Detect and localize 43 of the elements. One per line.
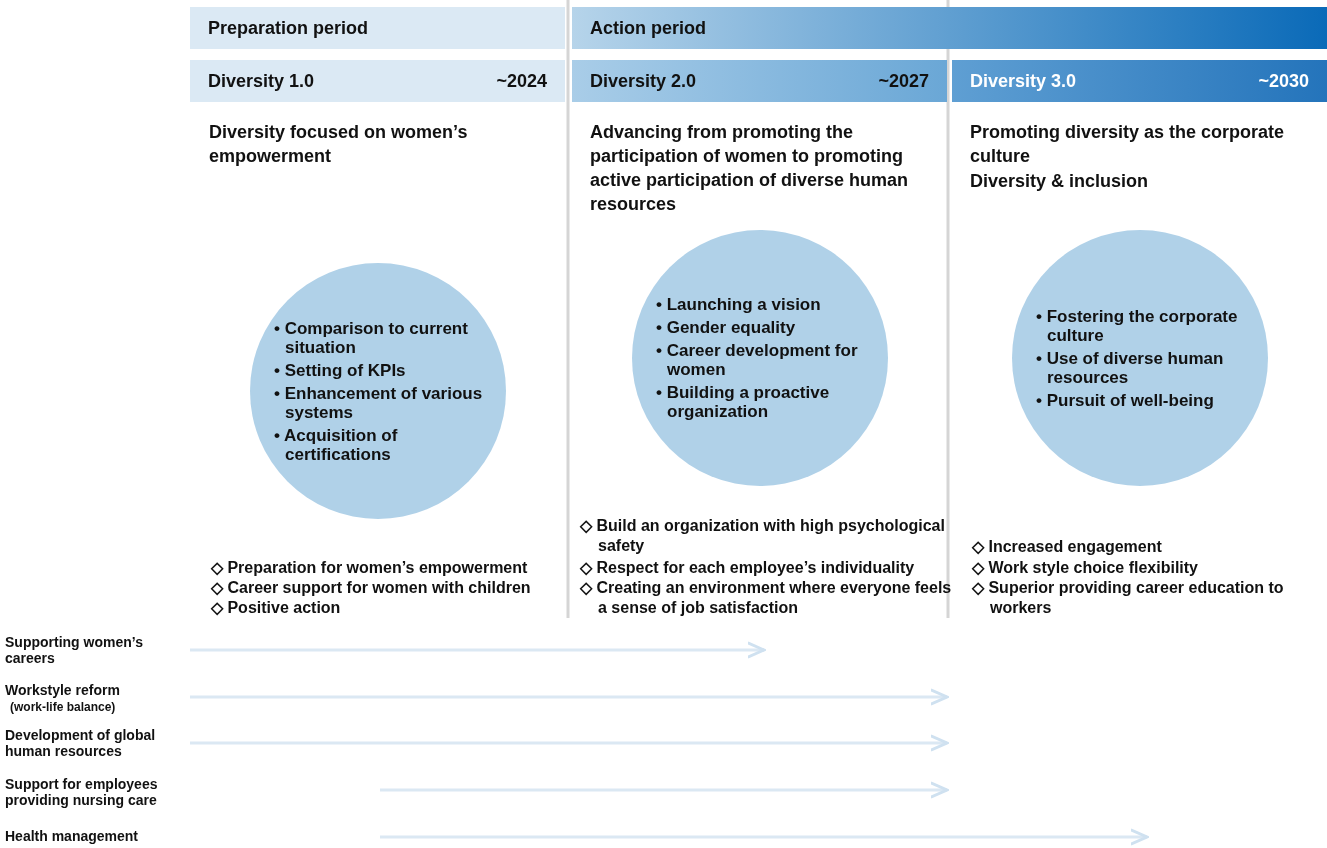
phase-header-band (190, 60, 565, 102)
initiative-item: ◇ Preparation for women’s empowerment (211, 558, 529, 578)
initiative-item: ◇ Increased engagement (972, 537, 1163, 557)
bullet-item: • Enhancement of various systems (274, 383, 484, 422)
theme-label: Health management (5, 828, 140, 844)
bullet-item: • Comparison to current situation (274, 318, 469, 357)
column-subheading: Diversity & inclusion (970, 170, 1150, 193)
period-header-band (572, 7, 1327, 49)
initiative-item: ◇ Career support for women with children (211, 578, 532, 598)
bullet-item: • Gender equality (656, 318, 797, 337)
bullet-item: • Launching a vision (656, 295, 822, 314)
initiative-item: ◇ Creating an environment where everyone feels a sense of job satisfaction (580, 578, 953, 618)
phase-header-band (952, 60, 1327, 102)
bullet-item: • Building a proactive organization (656, 383, 831, 421)
initiative-item: ◇ Positive action (211, 598, 342, 618)
phase-header-band (572, 60, 947, 102)
bullet-item: • Acquisition of certifications (274, 425, 399, 464)
initiative-item: ◇ Work style choice flexibility (972, 558, 1199, 578)
phase-title: Diversity 2.0 (590, 70, 697, 92)
period-header-band (190, 7, 565, 49)
column-heading: Advancing from promoting the participation of women to promoting active participation of diverse human resources (590, 121, 910, 216)
phase-title: Diversity 1.0 (208, 70, 315, 92)
column-heading: Promoting diversity as the corporate culture (970, 121, 1286, 168)
theme-label: Workstyle reform (5, 682, 121, 698)
bullet-item: • Fostering the corporate culture (1036, 306, 1239, 345)
target-year: ~2027 (878, 70, 929, 92)
theme-note: (work-life balance) (10, 699, 117, 715)
phase-title: Action period (590, 17, 706, 39)
theme-label: Support for employees providing nursing care (5, 776, 159, 808)
target-year: ~2030 (1258, 70, 1309, 92)
theme-label: Supporting women’s careers (5, 634, 144, 666)
target-year: ~2024 (496, 70, 547, 92)
bullet-item: • Use of diverse human resources (1036, 348, 1225, 387)
phase-title: Diversity 3.0 (970, 70, 1077, 92)
initiative-item: ◇ Build an organization with high psychological safety (580, 516, 946, 556)
bullet-item: • Career development for women (656, 341, 859, 379)
theme-label: Development of global human resources (5, 727, 157, 759)
bullet-item: • Setting of KPIs (274, 360, 407, 380)
initiative-item: ◇ Superior providing career education to workers (972, 578, 1285, 618)
phase-title: Preparation period (208, 17, 369, 39)
initiative-item: ◇ Respect for each employee’s individuality (580, 558, 916, 578)
column-heading: Diversity focused on women’s empowerment (209, 121, 469, 168)
bullet-item: • Pursuit of well-being (1036, 390, 1215, 410)
